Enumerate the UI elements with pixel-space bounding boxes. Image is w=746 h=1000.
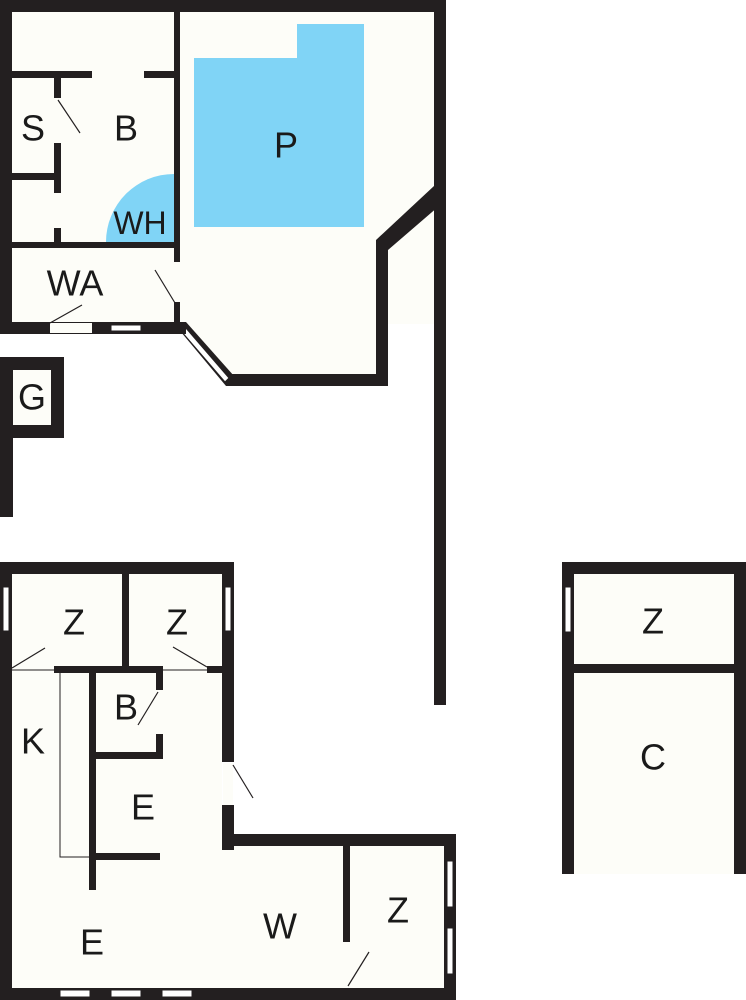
g-structure xyxy=(0,357,64,517)
room-label-g: G xyxy=(18,377,46,418)
room-label-s: S xyxy=(21,108,45,149)
pool-area xyxy=(194,24,364,227)
room-label-e-upper: E xyxy=(131,787,155,828)
living-floor-extension xyxy=(180,190,436,378)
wall-z4-c xyxy=(574,664,734,673)
g-floor xyxy=(13,370,51,425)
wall-bathroom-top-left xyxy=(12,71,92,78)
door-swing-z1 xyxy=(11,647,46,669)
window-z4 xyxy=(564,586,572,633)
wall-b2-right-top xyxy=(156,666,163,690)
wall-z1-z2 xyxy=(122,574,129,670)
wall-diagonal-right xyxy=(376,183,446,250)
room-labels: S B WH P WA G Z Z B K E E W Z Z C xyxy=(18,108,666,963)
room-label-w: W xyxy=(263,906,297,947)
wall-w-top xyxy=(222,834,456,846)
door-opening-wa-exterior xyxy=(50,323,92,333)
wall-living-divider xyxy=(174,12,180,262)
lower-floor xyxy=(12,574,444,988)
window-z3-top xyxy=(446,860,454,908)
wall-z-bottom-mid xyxy=(54,666,162,673)
door-swing-z3 xyxy=(347,951,370,987)
room-label-k: K xyxy=(21,721,45,762)
room-label-c: C xyxy=(640,737,666,778)
door-swing-b2 xyxy=(137,691,159,726)
room-label-z4: Z xyxy=(642,601,664,642)
wall-bottom-living xyxy=(226,374,388,386)
wall-living-divider-lower xyxy=(174,302,180,328)
wall-right-bldg-top xyxy=(562,562,746,574)
room-label-z2: Z xyxy=(166,602,188,643)
wall-lower-top xyxy=(0,562,234,574)
wall-right-lower xyxy=(376,240,388,386)
window-e-3 xyxy=(161,989,193,998)
wall-right-bldg-right xyxy=(734,562,746,874)
right-floor xyxy=(574,574,734,874)
lower-building xyxy=(0,562,456,1000)
wall-stub-lower xyxy=(54,228,61,242)
wall-bathroom-top-right xyxy=(144,71,176,78)
g-wall-extension xyxy=(0,357,13,517)
door-opening-exterior-right xyxy=(223,763,233,805)
window-z2 xyxy=(224,586,232,632)
door-swing-exterior-right xyxy=(232,764,254,799)
wall-b2-bottom xyxy=(89,752,163,759)
door-swing-s xyxy=(57,99,81,134)
wall-s-b-bottom xyxy=(54,143,61,193)
wall-right-bldg-left xyxy=(562,562,574,874)
room-label-z1: Z xyxy=(63,602,85,643)
window-e-1 xyxy=(59,989,91,998)
room-label-z3: Z xyxy=(387,890,409,931)
room-label-wh: WH xyxy=(113,205,166,241)
wall-z2-bottom-right xyxy=(207,666,223,673)
wall-lower-left xyxy=(0,562,12,1000)
window-e-2 xyxy=(110,989,142,998)
room-label-wa: WA xyxy=(47,263,104,304)
wall-left xyxy=(0,0,12,334)
wall-kitchen-divider xyxy=(89,666,96,890)
window-wa xyxy=(110,324,142,332)
door-swing-wa-exterior xyxy=(49,304,83,324)
wall-s-bottom xyxy=(12,173,60,180)
door-swing-z2 xyxy=(172,646,208,668)
door-swing-wa-living xyxy=(154,269,176,304)
room-label-e-lower: E xyxy=(80,922,104,963)
wall-long-vertical xyxy=(434,195,446,705)
wall-bottom-left-wing xyxy=(0,322,186,334)
room-label-p: P xyxy=(274,125,298,166)
whirlpool-area xyxy=(106,174,174,242)
wall-top xyxy=(0,0,446,12)
wall-b-wa xyxy=(12,242,180,248)
window-z3-bottom xyxy=(446,927,454,975)
room-label-b-upper: B xyxy=(114,108,138,149)
window-z1 xyxy=(2,586,10,632)
wall-w-z3 xyxy=(343,846,350,942)
wall-b2-right-bottom xyxy=(156,734,163,758)
wall-e1-bottom xyxy=(89,853,160,860)
wall-s-b-top xyxy=(54,78,61,98)
kitchen-counter xyxy=(59,673,90,858)
right-building xyxy=(562,562,746,874)
room-label-b-lower: B xyxy=(114,687,138,728)
wall-right-upper xyxy=(434,0,446,195)
wall-z3-right xyxy=(444,834,456,1000)
upper-building xyxy=(0,0,446,705)
